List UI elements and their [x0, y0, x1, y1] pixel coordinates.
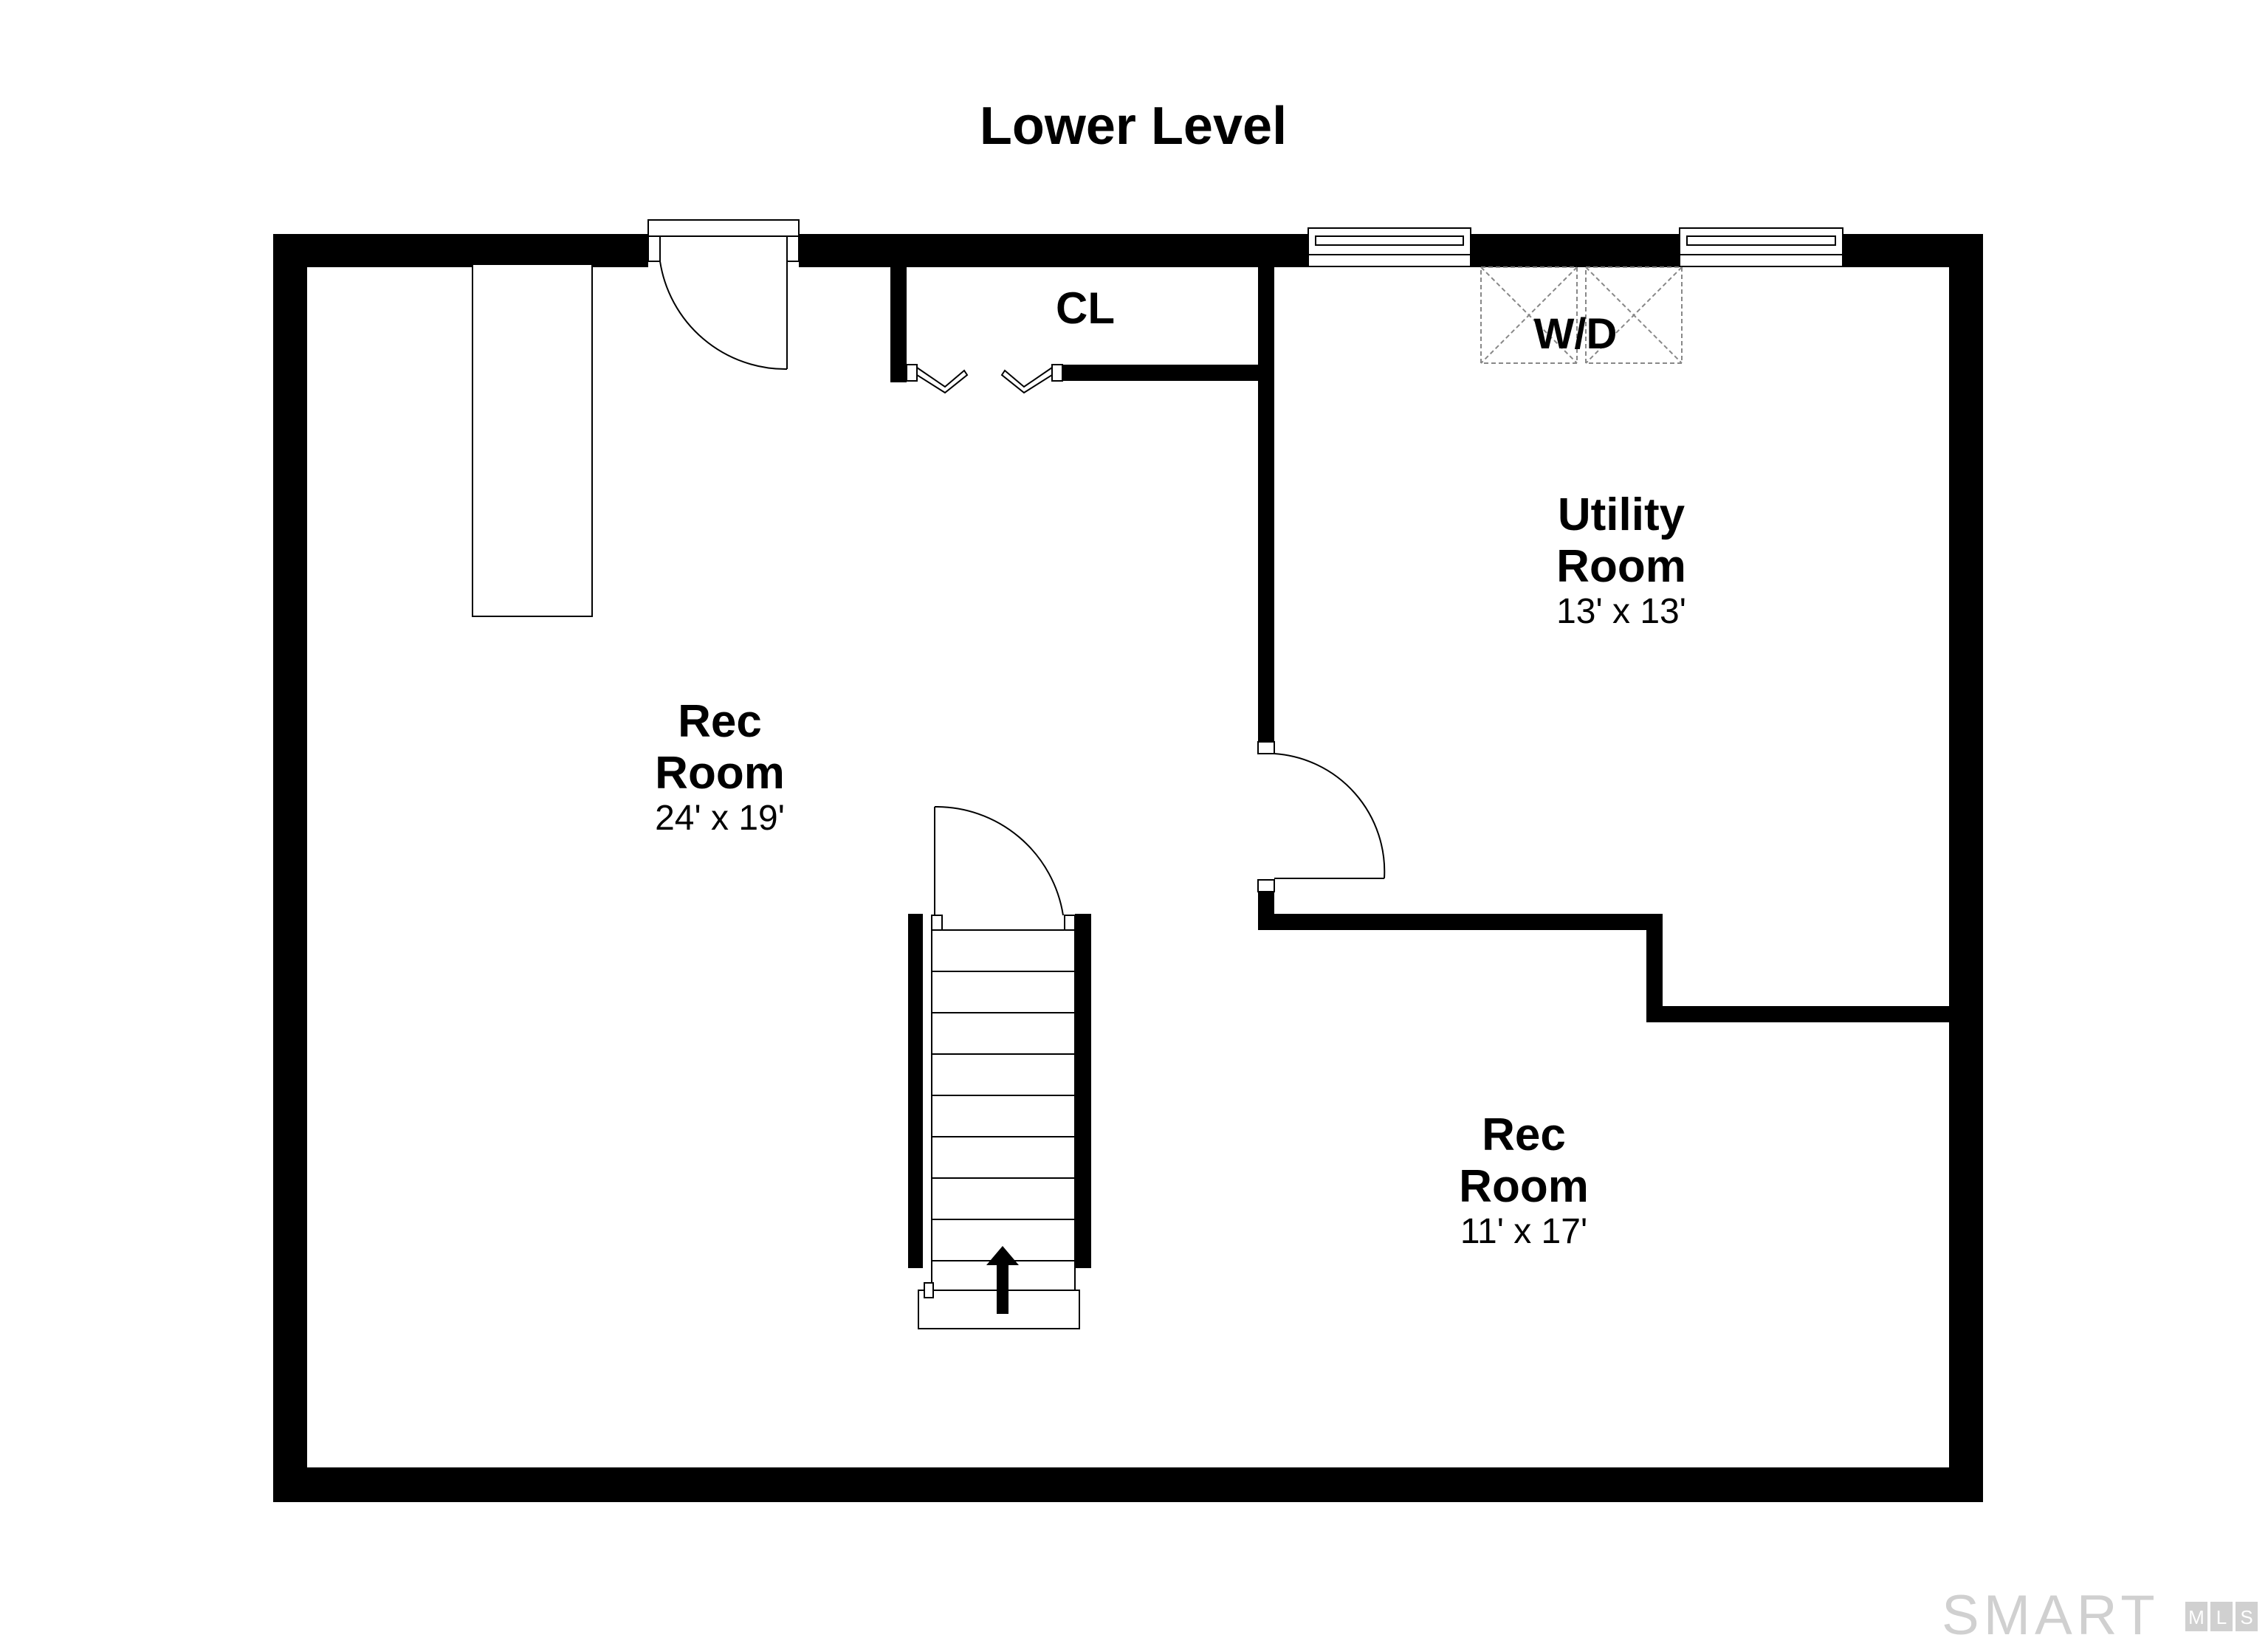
- counter-shelf: [472, 264, 593, 617]
- room-dimensions: 13' x 13': [1556, 592, 1686, 631]
- room-dimensions: 11' x 17': [1460, 1212, 1587, 1251]
- plan-title: Lower Level: [980, 97, 1287, 156]
- logo-text: SMART: [1942, 1584, 2159, 1647]
- window-right: [1679, 227, 1843, 267]
- room-dimensions: 24' x 19': [655, 799, 785, 838]
- washer-dryer-label: W/D: [1534, 310, 1618, 358]
- room-name: Room: [655, 748, 785, 799]
- room-name: Utility: [1558, 489, 1685, 540]
- logo-letter: M: [2188, 1606, 2205, 1628]
- window-left: [1307, 227, 1471, 267]
- smart-mls-logo: SMART M L S: [1942, 1584, 2258, 1647]
- room-label-utility-room: Utility Room 13' x 13': [1556, 489, 1686, 631]
- room-name: Room: [1459, 1161, 1589, 1212]
- washer-dryer-units: [1480, 266, 1683, 364]
- closet-label: CL: [1056, 283, 1115, 333]
- logo-letter: L: [2216, 1606, 2227, 1628]
- room-name: Rec: [678, 696, 762, 747]
- interior-walls: [890, 267, 1949, 1022]
- closet-bifold-doors: [906, 364, 1063, 394]
- outer-walls: [273, 234, 1983, 1502]
- room-label-rec-room-side: Rec Room 11' x 17': [1459, 1109, 1589, 1251]
- up-arrow-icon: [986, 1246, 1019, 1314]
- room-name: Room: [1556, 541, 1686, 592]
- utility-door: [1257, 741, 1386, 892]
- logo-letter: S: [2240, 1606, 2252, 1628]
- room-name: Rec: [1482, 1109, 1566, 1160]
- room-label-rec-room-main: Rec Room 24' x 19': [655, 696, 785, 838]
- exterior-door: [647, 219, 800, 371]
